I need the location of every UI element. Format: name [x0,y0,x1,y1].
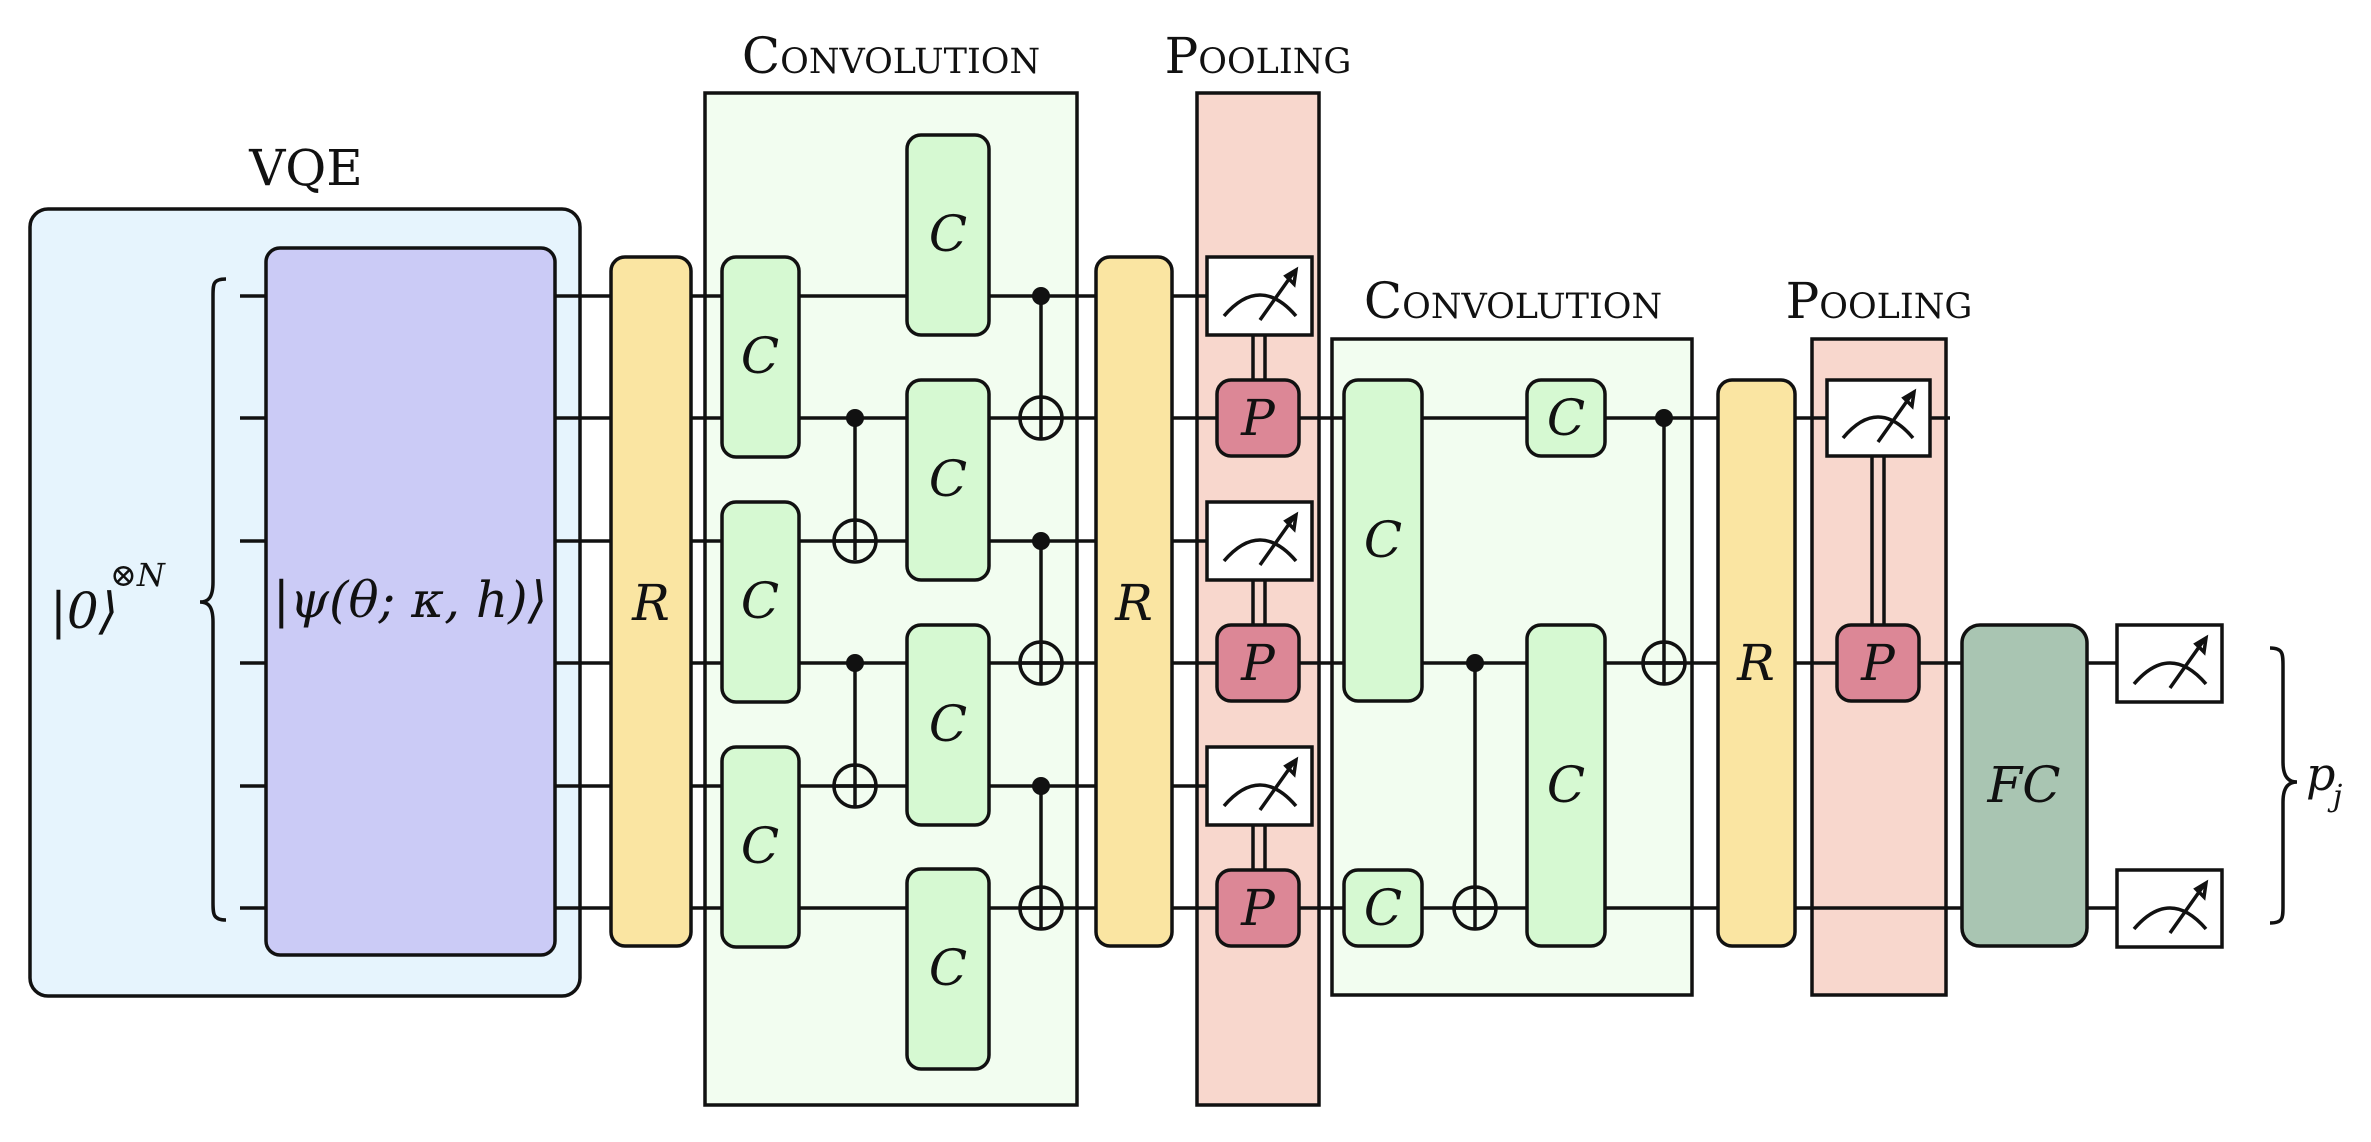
conv-gate [1525,378,1607,458]
control-dot-icon [1032,777,1050,795]
conv1-cnots [832,287,1064,931]
conv-gate-label: C [929,939,967,997]
brace-icon [199,277,227,922]
conv-gate [1342,378,1424,703]
pool2-gates: P [1825,378,1932,703]
rotation-gate-3 [1716,378,1797,948]
conv-gate-label: C [741,817,779,875]
pool-gate [1215,378,1301,458]
rotation-label-2: R [1114,574,1153,632]
pool-gate-label: P [1860,634,1896,692]
rotation-gate-1 [609,255,693,948]
rotation-label-3: R [1736,634,1775,692]
conv1-gates: C C C C C C C [720,133,991,1071]
conv-gate [905,867,991,1071]
control-dot-icon [1466,654,1484,672]
control-dot-icon [1032,287,1050,305]
pool-gate-label: P [1240,634,1276,692]
pool1-gates: P P P [1205,255,1314,948]
control-dot-icon [846,409,864,427]
conv-gate [720,500,801,704]
conv-gate-label: C [929,695,967,753]
psi-label: |ψ(θ; κ, h)⟩ [273,571,547,629]
pool1-title: Pooling [1165,27,1352,85]
rotation-label-1: R [631,574,670,632]
conv-gate-label: C [929,450,967,508]
fc-gate [1960,623,2089,948]
output-label: p [2306,747,2335,801]
pool1-region [1195,91,1321,1107]
conv-gate [905,623,991,827]
input-ket: |0⟩ [50,582,118,640]
pool-gate [1215,623,1301,703]
vqe-title: VQE [248,139,363,197]
control-dot-icon [1655,409,1673,427]
conv1-title: Convolution [742,27,1040,85]
pool2-title: Pooling [1786,272,1973,330]
fc-label: FC [1987,756,2061,814]
conv-gate-label: C [741,327,779,385]
conv-gate-label: C [1547,756,1585,814]
conv-gate [905,133,991,337]
conv-gate-label: C [1547,389,1585,447]
input-sup: ⊗N [110,556,166,594]
conv-gate [1342,868,1424,948]
conv-gate-label: C [1364,879,1402,937]
conv-gate-label: C [741,572,779,630]
rotation-gate-2 [1094,255,1174,948]
conv-gate [720,255,801,459]
conv-gate [905,378,991,582]
control-dot-icon [1032,532,1050,550]
pool-gate [1835,623,1921,703]
psi-gate [264,246,557,957]
conv2-gates: C C C C [1342,378,1687,948]
pool-gate-label: P [1240,879,1276,937]
control-dot-icon [846,654,864,672]
brace-icon [2269,646,2298,925]
pool-gate [1215,868,1301,948]
conv-gate [1525,623,1607,948]
pool-gate-label: P [1240,389,1276,447]
conv-gate-label: C [1364,511,1402,569]
conv-gate-label: C [929,205,967,263]
output-meters [2115,623,2224,949]
conv2-title: Convolution [1364,272,1662,330]
conv-gate [720,745,801,949]
